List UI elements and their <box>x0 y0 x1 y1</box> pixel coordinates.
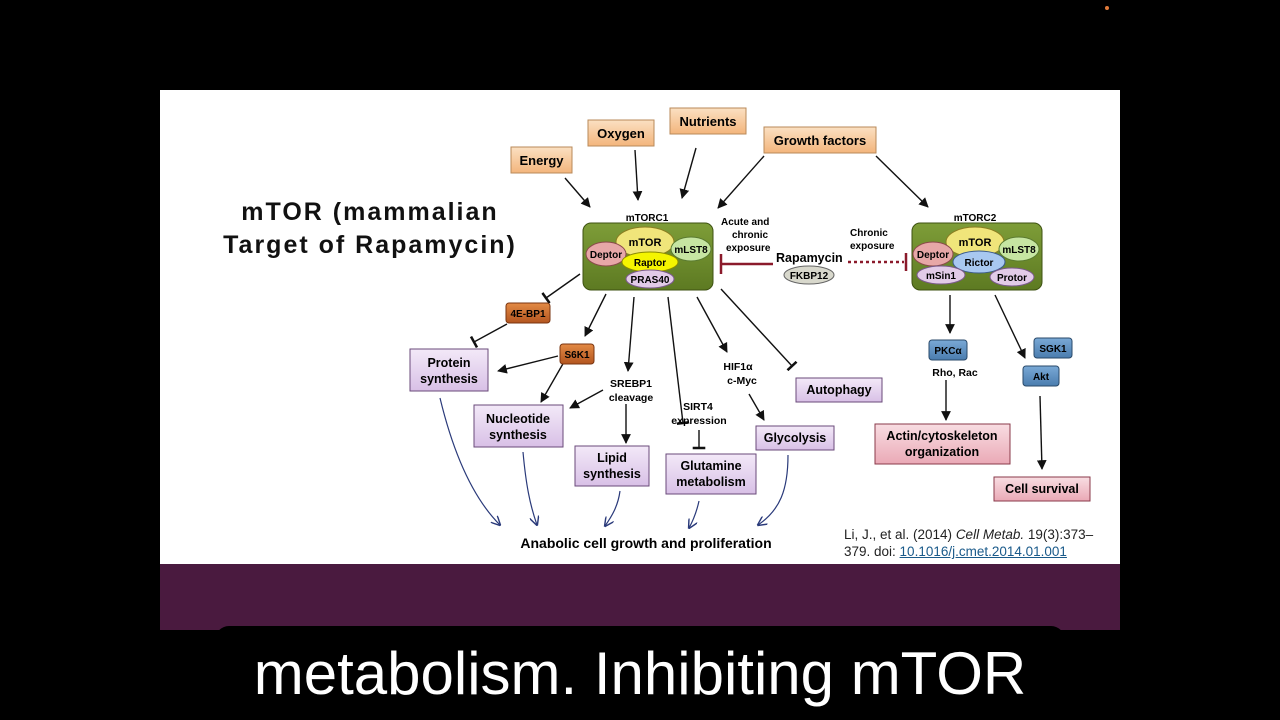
svg-text:mLST8: mLST8 <box>674 245 708 256</box>
svg-text:Glycolysis: Glycolysis <box>764 431 827 445</box>
input-energy: Energy <box>510 146 573 174</box>
effector-sgk1: SGK1 <box>1033 337 1073 359</box>
input-oxygen-label: Oxygen <box>597 126 645 141</box>
citation: Li, J., et al. (2014) Cell Metab. 19(3):… <box>844 527 1094 559</box>
svg-text:expression: expression <box>671 415 726 427</box>
mtorc1-complex: mTORC1 mTOR Deptor mLST8 Raptor PRAS40 <box>582 213 714 291</box>
svg-text:PRAS40: PRAS40 <box>631 275 670 286</box>
mtorc1-label: mTORC1 <box>626 213 669 224</box>
svg-text:metabolism: metabolism <box>676 475 745 489</box>
svg-text:HIF1α: HIF1α <box>723 361 753 373</box>
svg-text:SGK1: SGK1 <box>1039 344 1067 355</box>
input-growth-factors: Growth factors <box>763 126 877 154</box>
rapamycin: Acute and chronic exposure Chronic expos… <box>719 217 908 285</box>
mtorc2-complex: mTORC2 mTOR Deptor mLST8 Rictor mSin1 Pr… <box>911 213 1043 291</box>
mtor-pathway-diagram: Energy Oxygen Nutrients Growth factors m… <box>409 107 1091 551</box>
output-nucleotide-synthesis: Nucleotide synthesis <box>473 404 564 448</box>
output-actin-cytoskeleton: Actin/cytoskeleton organization <box>874 423 1011 465</box>
slide: mTOR (mammalian Target of Rapamycin) <box>160 90 1120 630</box>
slide-title: mTOR (mammalian Target of Rapamycin) <box>190 196 550 262</box>
mtorc2-protor <box>989 267 1035 287</box>
svg-text:Chronic: Chronic <box>850 228 888 239</box>
input-energy-label: Energy <box>519 153 564 168</box>
svg-text:exposure: exposure <box>726 243 771 254</box>
svg-text:SIRT4: SIRT4 <box>683 401 713 413</box>
mtorc2-msin1 <box>916 265 966 285</box>
output-glutamine-metabolism: Glutamine metabolism <box>665 453 757 495</box>
input-oxygen: Oxygen <box>587 119 655 147</box>
svg-text:chronic: chronic <box>732 230 769 241</box>
svg-text:Protein: Protein <box>427 356 470 370</box>
svg-text:Raptor: Raptor <box>634 258 666 269</box>
effector-s6k1: S6K1 <box>559 343 595 365</box>
svg-text:exposure: exposure <box>850 241 895 252</box>
svg-text:c-Myc: c-Myc <box>727 375 757 387</box>
anabolic-growth-label: Anabolic cell growth and proliferation <box>520 535 771 551</box>
mtorc1-pras40 <box>625 269 675 289</box>
svg-text:synthesis: synthesis <box>420 372 478 386</box>
svg-text:S6K1: S6K1 <box>564 350 589 361</box>
svg-text:SREBP1: SREBP1 <box>610 378 652 390</box>
svg-text:Actin/cytoskeleton: Actin/cytoskeleton <box>886 429 997 443</box>
rho-rac-label: Rho, Rac <box>932 367 978 379</box>
svg-text:mSin1: mSin1 <box>926 271 956 282</box>
svg-text:Glutamine: Glutamine <box>680 459 741 473</box>
fkbp12-label: FKBP12 <box>790 271 829 282</box>
svg-text:Deptor: Deptor <box>917 250 949 261</box>
subtitle-caption: metabolism. Inhibiting mTOR <box>253 640 1027 707</box>
effector-4ebp1: 4E-BP1 <box>505 302 551 324</box>
mtorc2-mlst8 <box>998 236 1040 262</box>
svg-text:Deptor: Deptor <box>590 250 622 261</box>
svg-text:Nucleotide: Nucleotide <box>486 412 550 426</box>
svg-text:Lipid: Lipid <box>597 451 627 465</box>
mtorc2-rictor <box>952 250 1006 274</box>
mtorc2-label: mTORC2 <box>954 213 997 224</box>
slide-footer-band <box>160 564 1120 630</box>
svg-text:Acute and: Acute and <box>721 217 769 228</box>
svg-text:organization: organization <box>905 445 979 459</box>
svg-text:Autophagy: Autophagy <box>806 383 871 397</box>
svg-text:synthesis: synthesis <box>489 428 547 442</box>
caption-background <box>215 626 1065 720</box>
title-line-2: Target of Rapamycin) <box>223 231 517 259</box>
output-glycolysis: Glycolysis <box>755 425 835 451</box>
anabolic-arrows <box>439 397 789 528</box>
output-autophagy: Autophagy <box>795 377 883 403</box>
input-arrows <box>564 147 929 209</box>
record-indicator <box>1105 6 1109 10</box>
svg-text:mTOR: mTOR <box>959 237 992 249</box>
doi-link[interactable]: 10.1016/j.cmet.2014.01.001 <box>899 544 1067 559</box>
svg-text:Cell survival: Cell survival <box>1005 482 1079 496</box>
input-nutrients-label: Nutrients <box>679 114 736 129</box>
mtorc1-arrows <box>469 273 798 450</box>
svg-text:mTOR: mTOR <box>629 237 662 249</box>
svg-text:PKCα: PKCα <box>934 346 962 357</box>
mtorc1-mlst8 <box>670 236 712 262</box>
effector-pkca: PKCα <box>928 339 968 361</box>
effector-akt: Akt <box>1022 365 1060 387</box>
output-cell-survival: Cell survival <box>993 476 1091 502</box>
svg-text:Protor: Protor <box>997 273 1027 284</box>
svg-text:cleavage: cleavage <box>609 392 654 404</box>
svg-text:mLST8: mLST8 <box>1002 245 1036 256</box>
rapamycin-label: Rapamycin <box>776 251 843 265</box>
title-line-1: mTOR (mammalian <box>241 198 499 226</box>
output-lipid-synthesis: Lipid synthesis <box>574 445 650 487</box>
mtorc1-deptor <box>585 241 627 267</box>
svg-text:synthesis: synthesis <box>583 467 641 481</box>
mtorc2-arrows <box>941 294 1047 470</box>
svg-text:Rictor: Rictor <box>965 258 994 269</box>
input-nutrients: Nutrients <box>669 107 747 135</box>
output-protein-synthesis: Protein synthesis <box>409 348 489 392</box>
input-growth-factors-label: Growth factors <box>774 133 866 148</box>
svg-text:4E-BP1: 4E-BP1 <box>510 309 545 320</box>
svg-text:Akt: Akt <box>1033 372 1050 383</box>
